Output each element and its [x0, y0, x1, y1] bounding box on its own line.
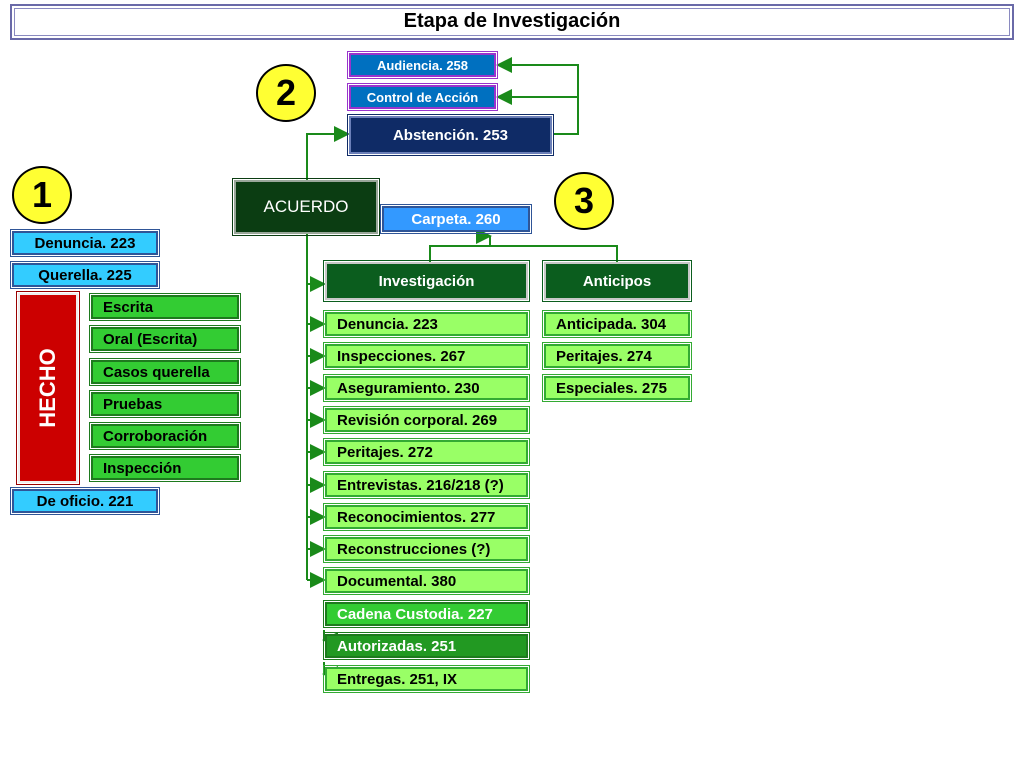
investigacion-item-documental: Documental. 380	[323, 567, 530, 595]
node-acuerdo: ACUERDO	[232, 178, 380, 236]
marker-3: 3	[554, 172, 614, 230]
investigacion-item-reconstrucciones: Reconstrucciones (?)	[323, 535, 530, 563]
hecho-label: HECHO	[35, 348, 60, 428]
investigacion-item-denuncia: Denuncia. 223	[323, 310, 530, 338]
investigacion-item-entrevistas: Entrevistas. 216/218 (?)	[323, 471, 530, 499]
anticipos-item-especiales: Especiales. 275	[542, 374, 692, 402]
investigacion-item-reconocimientos: Reconocimientos. 277	[323, 503, 530, 531]
hecho-item-inspeccion: Inspección	[89, 454, 241, 482]
hecho-item-pruebas: Pruebas	[89, 390, 241, 418]
hecho-item-casos-querella: Casos querella	[89, 358, 241, 386]
anticipos-item-peritajes: Peritajes. 274	[542, 342, 692, 370]
node-cadena-custodia: Cadena Custodia. 227	[323, 600, 530, 628]
investigacion-item-peritajes: Peritajes. 272	[323, 438, 530, 466]
investigacion-item-aseguramiento: Aseguramiento. 230	[323, 374, 530, 402]
node-de-oficio: De oficio. 221	[10, 487, 160, 515]
hecho-item-corroboracion: Corroboración	[89, 422, 241, 450]
hecho-item-escrita: Escrita	[89, 293, 241, 321]
anticipos-item-anticipada: Anticipada. 304	[542, 310, 692, 338]
node-audiencia: Audiencia. 258	[347, 51, 498, 79]
node-anticipos-header: Anticipos	[542, 260, 692, 302]
investigacion-item-revision-corporal: Revisión corporal. 269	[323, 406, 530, 434]
marker-1: 1	[12, 166, 72, 224]
marker-2: 2	[256, 64, 316, 122]
node-querella: Querella. 225	[10, 261, 160, 289]
node-control-accion: Control de Acción	[347, 83, 498, 111]
node-entregas: Entregas. 251, IX	[323, 665, 530, 693]
node-investigacion-header: Investigación	[323, 260, 530, 302]
node-abstencion: Abstención. 253	[347, 114, 554, 156]
hecho-item-oral: Oral (Escrita)	[89, 325, 241, 353]
node-denuncia-left: Denuncia. 223	[10, 229, 160, 257]
diagram-title: Etapa de Investigación	[10, 4, 1014, 40]
node-autorizadas: Autorizadas. 251	[323, 632, 530, 660]
title-text: Etapa de Investigación	[403, 10, 621, 32]
node-hecho: HECHO	[16, 291, 80, 485]
investigacion-item-inspecciones: Inspecciones. 267	[323, 342, 530, 370]
node-carpeta: Carpeta. 260	[380, 204, 532, 234]
